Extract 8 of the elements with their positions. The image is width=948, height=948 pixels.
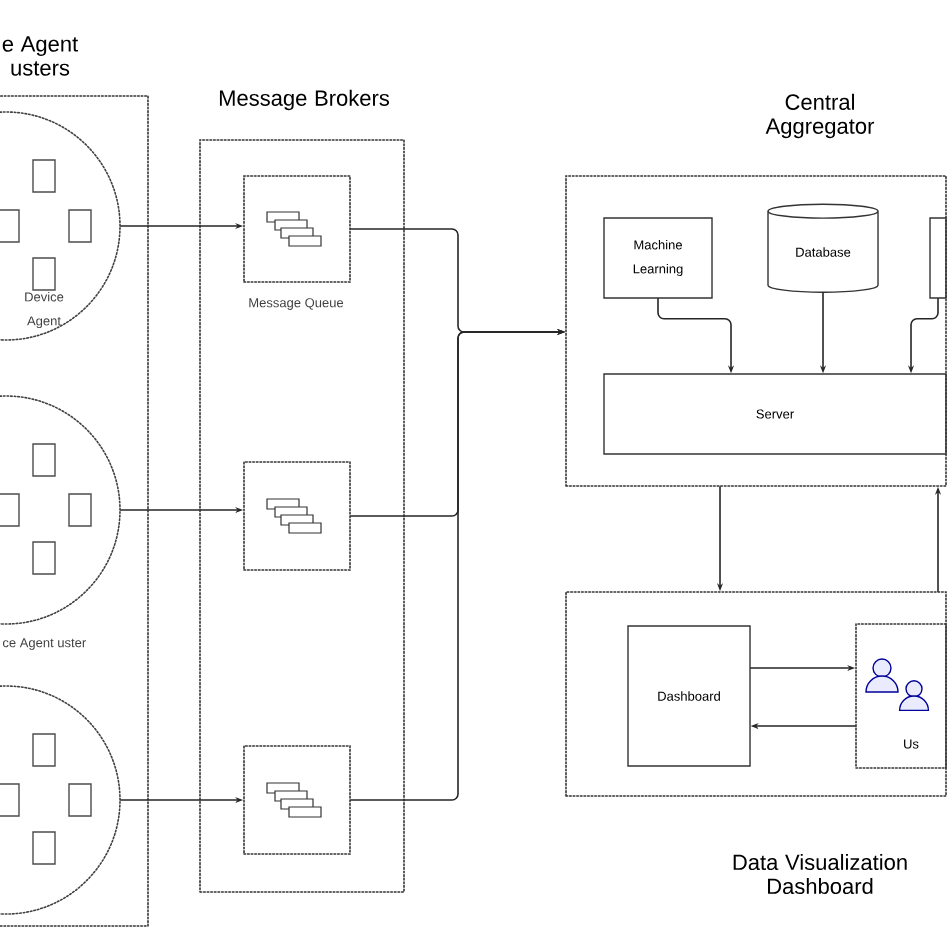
node-label: Data Visualization Dashboard [733, 853, 907, 895]
dotted-box [243, 175, 351, 283]
process-box [929, 217, 947, 299]
dotted-box [243, 745, 351, 855]
node-label: Central Aggregator [765, 93, 875, 139]
dotted-box [243, 461, 351, 571]
node-label: Message Brokers [219, 89, 390, 111]
node-label: e Agent usters [2, 36, 79, 76]
